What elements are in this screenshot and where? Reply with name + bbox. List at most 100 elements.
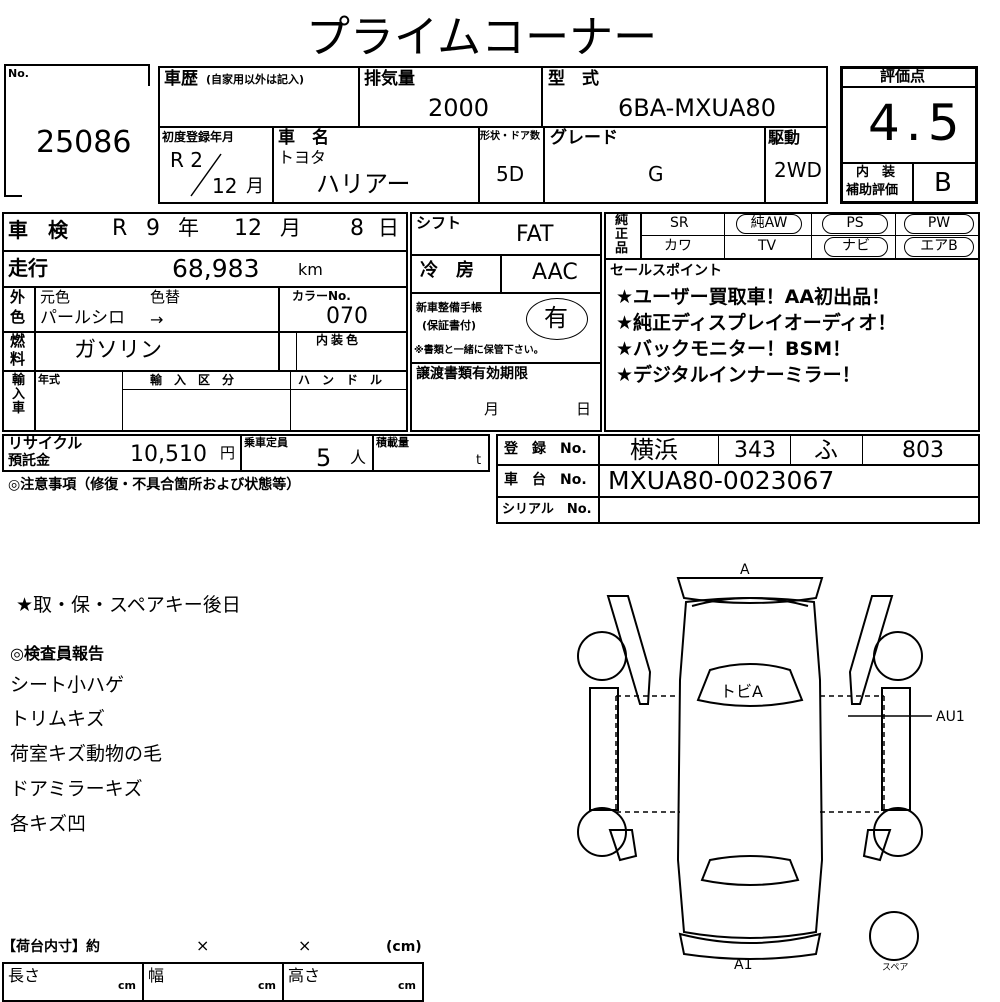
model-type-value: 6BA-MXUA80	[618, 94, 776, 122]
mileage-label: 走行	[8, 256, 48, 280]
equip-sr: SR	[670, 215, 689, 231]
interior-score-value: B	[934, 168, 952, 198]
color-value: パールシロ	[40, 308, 125, 328]
grade-value: G	[648, 162, 664, 186]
shift-value: FAT	[516, 222, 554, 247]
cargo-height-unit: cm	[398, 979, 416, 992]
chassis-label: 車 台 No.	[504, 472, 587, 488]
car-name-label: 車 名	[278, 128, 329, 148]
first-reg-month: 12	[212, 174, 238, 198]
doors-label: 形状・ドア数	[480, 131, 540, 142]
import-year-label: 年式	[38, 373, 60, 386]
displacement-value: 2000	[428, 94, 490, 122]
diagram-roof-label: トビA	[720, 682, 763, 701]
equip-tv: TV	[758, 238, 777, 254]
ac-label: 冷 房	[420, 260, 474, 281]
equip-power-steering: PS	[822, 214, 888, 234]
drive-label: 駆動	[768, 128, 801, 147]
ac-value: AAC	[532, 260, 578, 285]
mileage-value: 68,983	[172, 254, 260, 283]
registration-class: 343	[734, 438, 776, 463]
maintenance-note: ※書類と一緒に保管下さい。	[414, 345, 544, 356]
displacement-label: 排気量	[364, 69, 415, 89]
history-sub: (自家用以外は記入)	[206, 73, 305, 86]
mileage-unit: km	[298, 260, 323, 279]
capacity-label: 乗車定員	[244, 436, 288, 449]
fuel-label-1: 燃	[10, 332, 26, 350]
maintenance-circle	[526, 298, 588, 340]
cargo-length-unit: cm	[118, 979, 136, 992]
inspector-line-5: 各キズ凹	[10, 813, 87, 835]
interior-score-sub: 補助評価	[846, 183, 899, 198]
color-label-1: 外	[10, 288, 26, 306]
equip-power-windows: PW	[904, 214, 974, 234]
recycle-unit: 円	[220, 444, 236, 462]
cargo-x1: ×	[196, 936, 210, 955]
color-label-2: 色	[10, 308, 26, 326]
inspector-line-1: シート小ハゲ	[10, 674, 125, 696]
maintenance-value: 有	[544, 304, 568, 332]
inspection-day: 8	[350, 216, 364, 241]
chassis-value: MXUA80-0023067	[608, 466, 835, 495]
recycle-value: 10,510	[130, 442, 207, 467]
handle-label: ハ ン ド ル	[298, 373, 383, 387]
diagram-top-label: A	[740, 562, 750, 578]
spec-left-grid	[2, 212, 408, 432]
lot-frame	[4, 64, 6, 196]
color-code: 070	[326, 304, 368, 329]
interior-score-label: 内 装	[856, 165, 896, 180]
inspection-era: R	[112, 216, 128, 241]
import-label: 輸入車	[12, 373, 26, 416]
score-box	[840, 66, 978, 204]
cargo-label: 【荷台内寸】約	[2, 939, 100, 955]
cargo-x2: ×	[298, 936, 312, 955]
recycle-label-1: リサイクル	[8, 434, 83, 452]
serial-label: シリアル No.	[502, 502, 592, 517]
lot-number: 25086	[36, 125, 132, 160]
registration-area: 横浜	[630, 436, 678, 464]
page-title: プライムコーナー	[306, 12, 658, 63]
equipment-label: 純正品	[615, 213, 629, 256]
sales-line-2: ★純正ディスプレイオーディオ！	[616, 312, 897, 334]
transfer-day-unit: 日	[576, 400, 592, 418]
maintenance-label-2: (保証書付)	[422, 319, 477, 332]
inspection-label: 車 検	[8, 218, 68, 242]
equipment-grid	[604, 212, 980, 432]
sales-line-3: ★バックモニター！BSM！	[616, 338, 852, 360]
first-reg-label: 初度登録年月	[162, 130, 235, 144]
first-reg-era: R 2	[170, 148, 203, 172]
key-note: ★取・保・スペアキー後日	[16, 594, 241, 616]
registration-number: 803	[902, 438, 944, 463]
diagram-rear-label: A1	[734, 957, 753, 973]
equip-alloy-wheels: 純AW	[736, 214, 802, 234]
repaint-label: 色替	[150, 288, 181, 306]
inspection-month: 12	[234, 216, 262, 241]
transfer-month-unit: 月	[484, 400, 500, 418]
equip-navigation: ナビ	[824, 237, 888, 257]
load-label: 積載量	[376, 436, 409, 449]
color-arrow: →	[150, 310, 164, 329]
fuel-value: ガソリン	[74, 338, 163, 363]
sales-line-4: ★デジタルインナーミラー！	[616, 364, 861, 386]
cargo-grid	[2, 962, 424, 1002]
capacity-value: 5	[316, 444, 332, 472]
registration-grid	[496, 434, 980, 524]
sales-line-1: ★ユーザー買取車！AA初出品！	[616, 286, 891, 308]
inspector-line-4: ドアミラーキズ	[10, 778, 143, 800]
registration-kana: ふ	[814, 436, 838, 464]
cargo-width-unit: cm	[258, 979, 276, 992]
first-reg-slash	[190, 153, 222, 197]
score-label: 評価点	[880, 67, 926, 85]
score-value: 4.5	[868, 94, 966, 152]
inspection-year-unit: 年	[178, 216, 199, 240]
sales-point-label: セールスポイント	[610, 263, 722, 279]
lot-label: No.	[8, 67, 29, 80]
transfer-label: 譲渡書類有効期限	[416, 366, 528, 382]
capacity-unit: 人	[350, 448, 367, 467]
history-label: 車歴	[164, 69, 198, 89]
inspector-line-2: トリムキズ	[10, 708, 106, 730]
orig-color-label: 元色	[40, 288, 71, 306]
maintenance-label-1: 新車整備手帳	[416, 301, 482, 314]
inspector-label: ◎検査員報告	[10, 644, 104, 663]
doors-value: 5D	[496, 162, 525, 186]
